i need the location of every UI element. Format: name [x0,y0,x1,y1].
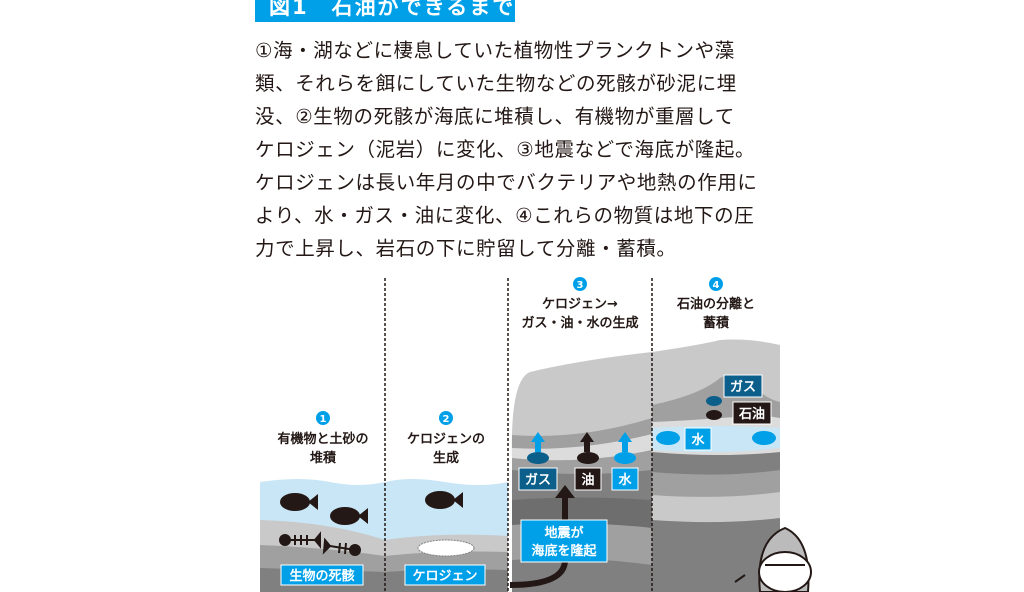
figure-title: 図1 石油ができるまで [255,0,515,22]
panel-3-number-badge [573,277,587,291]
callout-earthquake: 地震が [544,525,583,541]
fish-icon [425,491,463,509]
kerogen-blob [417,539,475,557]
description-line: ①海・湖などに棲息していた植物性プランクトンや藻 [255,39,735,62]
panel-dividers [384,278,653,592]
gas-droplet [706,396,722,406]
description-line: 類、それらを餌にしていた生物などの死骸が砂泥に埋 [255,72,737,95]
panel-1-number: 1 [320,414,327,425]
description-line: ケロジェンは長い年月の中でバクテリアや地熱の作用に [255,171,758,194]
mascot-character [734,526,812,592]
tag-kerogen: ケロジェン [412,569,477,584]
panel-4-strata [652,339,780,592]
panel-4-number-badge [709,277,723,291]
tag-dead-organisms: 生物の死骸 [289,568,354,584]
description-line: より、水・ガス・油に変化、④これらの物質は地下の圧 [255,204,755,227]
panel-1-title: 堆積 [310,450,337,466]
description: ①海・湖などに棲息していた植物性プランクトンや藻 類、それらを餌にしていた生物な… [255,34,758,265]
water-droplet [656,431,680,445]
fish-icon [280,493,368,525]
panel-2-number-badge [439,411,453,425]
tag-gas: ガス [525,473,551,488]
panel-3-number: 3 [577,280,584,291]
water-droplet [614,452,636,464]
panel-2-title: ケロジェンの [407,432,485,447]
tag-petroleum: 石油 [738,406,765,422]
oil-droplet [577,452,599,464]
gas-droplet [527,452,549,464]
panel-2-number: 2 [443,414,450,425]
panel-4-title: 石油の分離と [676,296,755,312]
uplift-arrow-head [555,485,575,498]
panel-1-number-badge [316,411,330,425]
oil-droplet [706,410,722,420]
panel-2-title: 生成 [433,450,459,466]
panel-1-title: 有機物と土砂の [277,431,368,447]
water-droplet [752,431,776,445]
tag-water: 水 [618,472,632,488]
panel-3-title: ケロジェン→ [542,297,618,312]
tag-gas: ガス [730,380,756,395]
panel-3-title: ガス・油・水の生成 [521,315,638,331]
description-line: ケロジェン（泥岩）に変化、③地震などで海底が隆起。 [255,138,756,161]
tag-oil: 油 [581,472,594,488]
description-line: 力で上昇し、岩石の下に貯留して分離・蓄積。 [255,237,677,260]
fish-skeleton-icon [279,531,361,556]
panel-4-title: 蓄積 [703,315,730,331]
description-line: 没、②生物の死骸が海底に堆積し、有機物が重層して [255,105,735,128]
tag-water: 水 [691,432,705,448]
panel-4-number: 4 [713,280,720,291]
callout-earthquake: 海底を隆起 [531,543,597,559]
up-arrow-icon [531,432,632,452]
